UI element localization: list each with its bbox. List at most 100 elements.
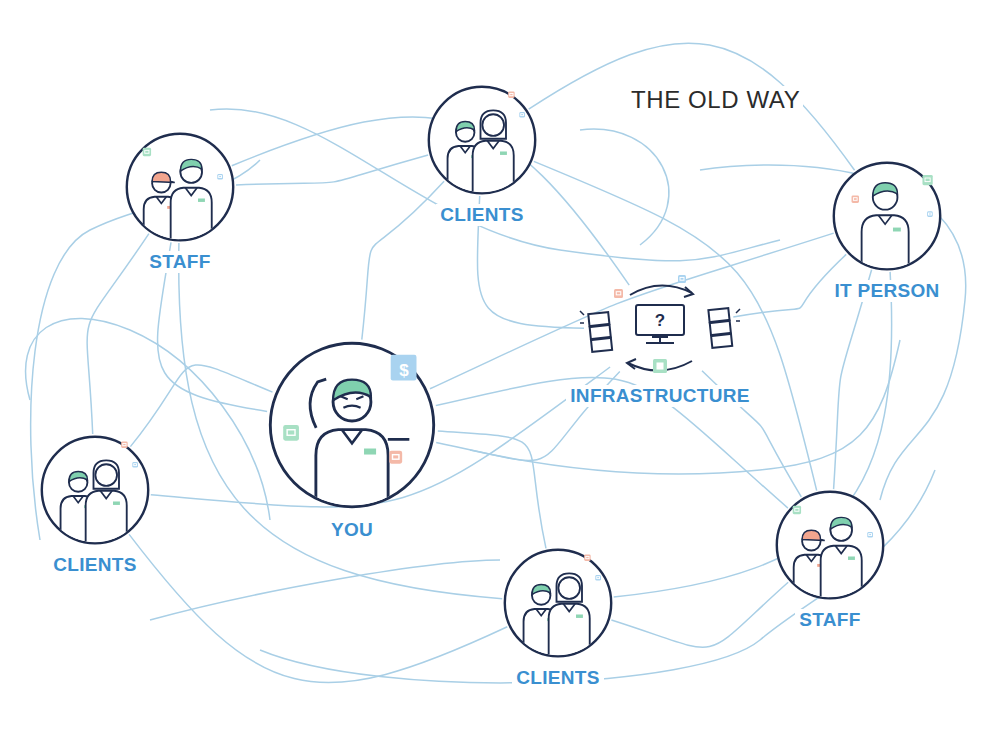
collar xyxy=(878,215,891,224)
badge-glyph xyxy=(521,114,524,116)
infrastructure-icon xyxy=(580,275,740,385)
torso xyxy=(473,141,514,194)
dollar-symbol: $ xyxy=(399,362,408,379)
people-figure xyxy=(524,573,590,656)
arrowhead xyxy=(627,359,636,369)
tangled-line xyxy=(438,431,546,548)
badge-glyph xyxy=(680,277,684,280)
people-figure xyxy=(61,460,127,543)
badge-square xyxy=(283,425,299,441)
hair xyxy=(557,573,582,601)
server-unit xyxy=(711,334,732,348)
people-figure xyxy=(310,379,409,522)
torso xyxy=(821,546,862,599)
badge-glyph xyxy=(853,198,857,201)
tangled-line xyxy=(129,534,507,682)
node-label: INFRASTRUCTURE xyxy=(566,385,753,407)
badge-square xyxy=(584,554,591,561)
badge-glyph xyxy=(656,363,663,370)
screen-symbol: ? xyxy=(655,312,665,329)
arrowhead xyxy=(684,287,693,297)
torso xyxy=(86,491,127,544)
ring-circle xyxy=(127,134,233,240)
collar xyxy=(342,430,363,444)
collar xyxy=(487,141,499,149)
badge-glyph xyxy=(123,443,126,445)
torso xyxy=(549,604,590,657)
ring-circle xyxy=(429,87,535,193)
badge-glyph xyxy=(510,93,513,95)
people-figure xyxy=(794,517,862,600)
torso xyxy=(171,188,212,241)
server-unit xyxy=(708,308,729,322)
hair xyxy=(69,472,87,482)
tangle-line xyxy=(210,109,780,261)
badge-glyph xyxy=(287,430,295,436)
collar xyxy=(156,197,166,204)
ring-circle xyxy=(42,437,148,543)
person-circle-node: CLIENTS xyxy=(426,84,538,226)
cycle-arrow xyxy=(630,285,692,295)
server-unit xyxy=(588,312,609,326)
badge-glyph xyxy=(597,577,600,579)
hair xyxy=(180,159,201,171)
person-circle-node: IT PERSON xyxy=(830,160,943,302)
monitor-stand xyxy=(646,335,674,343)
badge-glyph xyxy=(929,213,932,215)
people-figure xyxy=(144,159,212,242)
node-ring xyxy=(502,547,614,659)
tangled-line xyxy=(362,181,444,339)
badge-square xyxy=(922,175,932,185)
name-tag xyxy=(576,614,583,617)
badge-square xyxy=(595,575,601,581)
collar xyxy=(185,188,197,196)
tangled-line xyxy=(733,254,846,317)
person-circle-node: STAFF xyxy=(774,489,886,631)
monitor xyxy=(636,305,684,335)
node-label: STAFF xyxy=(795,609,864,631)
name-tag xyxy=(198,198,205,201)
badge-glyph xyxy=(134,464,137,466)
hair xyxy=(456,122,474,132)
tangled-line xyxy=(534,161,817,490)
badge-square xyxy=(852,195,859,202)
ring-circle xyxy=(505,550,611,656)
node-label: IT PERSON xyxy=(830,280,943,302)
badge-glyph xyxy=(869,534,872,536)
badge-square xyxy=(927,211,933,217)
arm xyxy=(310,379,326,428)
node-label: CLIENTS xyxy=(512,667,603,689)
badge-square xyxy=(508,91,515,98)
server-unit xyxy=(710,321,731,335)
head xyxy=(482,114,504,136)
badge-glyph xyxy=(219,176,222,178)
hair xyxy=(830,517,851,529)
badge-square xyxy=(132,462,138,468)
node-ring xyxy=(831,160,943,272)
badge-glyph xyxy=(145,150,149,153)
badge-square xyxy=(867,532,873,538)
name-tag xyxy=(848,556,855,559)
head xyxy=(558,577,580,599)
name-tag xyxy=(893,228,901,232)
badge-square xyxy=(143,148,151,156)
node-ring xyxy=(124,131,236,243)
badge-glyph xyxy=(586,556,589,558)
badge-square xyxy=(793,506,801,514)
tangle-line xyxy=(150,560,500,620)
people-figure xyxy=(448,110,514,193)
torso xyxy=(316,430,388,523)
badge-square xyxy=(678,275,686,283)
tangled-line xyxy=(834,270,872,489)
head xyxy=(95,464,117,486)
person-circle-node: CLIENTS xyxy=(39,434,151,576)
infrastructure-node: INFRASTRUCTURE xyxy=(566,275,753,407)
badge-square xyxy=(217,174,223,180)
diagram-title: THE OLD WAY xyxy=(628,86,803,114)
node-ring xyxy=(39,434,151,546)
arm xyxy=(388,438,409,441)
node-label: STAFF xyxy=(145,251,214,273)
collar xyxy=(563,604,575,612)
node-label: CLIENTS xyxy=(436,204,527,226)
dollar-badge xyxy=(391,355,417,381)
